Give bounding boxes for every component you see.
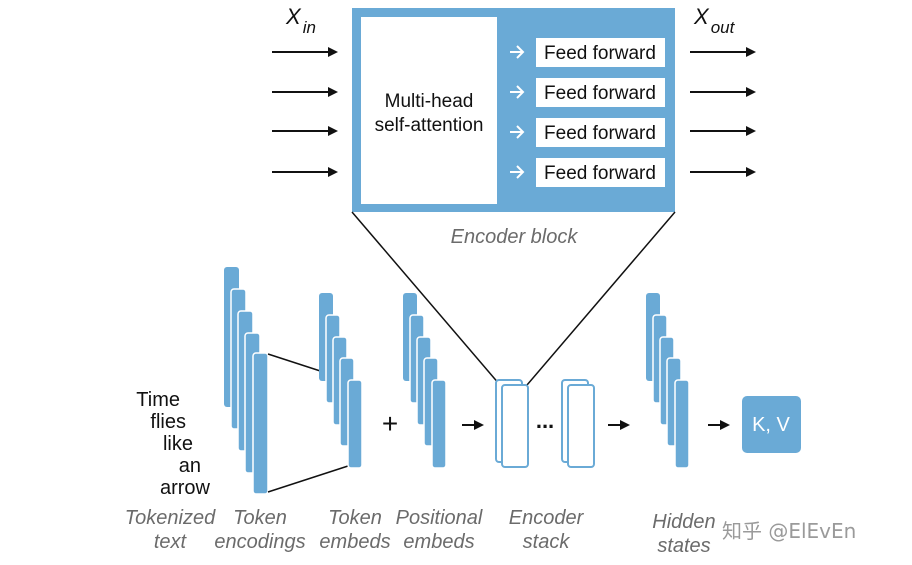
encoder-layer (567, 384, 595, 468)
attention-label-line2: self-attention (375, 115, 484, 136)
input-word: like (163, 433, 193, 455)
feed-forward-box (536, 118, 665, 147)
attention-label-line1: Multi-head (385, 91, 474, 112)
encoder-stack-label-2: stack (523, 531, 571, 553)
input-word: Time (136, 389, 180, 411)
attention-box (361, 17, 497, 204)
kv-label: K, V (752, 414, 790, 436)
positional-embeds-stack (403, 293, 447, 469)
encoder-block: Multi-head self-attention Feed forward F… (352, 8, 675, 248)
output-arrows (690, 47, 756, 177)
feed-forward-box (536, 78, 665, 107)
token-encodings-label-2: encodings (214, 531, 305, 553)
hidden-states-stack (646, 293, 690, 469)
encoder-block-caption: Encoder block (451, 226, 579, 248)
token-embeds-stack (319, 293, 363, 469)
encoding-vector (252, 352, 269, 495)
feed-forward-1: Feed forward (510, 38, 665, 67)
watermark: 知乎 @ElEvEn (722, 519, 856, 543)
tokenized-label-2: text (154, 531, 188, 553)
encoder-stack (495, 379, 595, 468)
ellipsis: ... (536, 408, 554, 433)
input-word: arrow (160, 477, 211, 499)
ff-arrow-icon (510, 45, 525, 59)
feed-forward-label: Feed forward (544, 163, 656, 184)
hidden-states-label-1: Hidden (652, 511, 715, 533)
feed-forward-label: Feed forward (544, 123, 656, 144)
input-text: Time flies like an arrow (136, 389, 210, 499)
token-encodings-stack (224, 267, 269, 495)
tokenized-label-1: Tokenized (125, 507, 216, 529)
plus-sign: + (382, 408, 398, 439)
feed-forward-box (536, 158, 665, 187)
kv-box (742, 396, 801, 453)
token-encodings-label-1: Token (233, 507, 287, 529)
token-embeds-label-1: Token (328, 507, 382, 529)
embed-vector (347, 379, 363, 469)
zoom-line-right (526, 211, 676, 386)
zoom-line-left (351, 211, 501, 386)
input-arrows (272, 47, 338, 177)
feed-forward-3: Feed forward (510, 118, 665, 147)
hidden-states-label-2: states (657, 535, 710, 557)
ff-arrow-icon (510, 85, 525, 99)
positional-embeds-label-2: embeds (403, 531, 474, 553)
encoder-layer (501, 384, 529, 468)
stage-labels: Tokenized text Token encodings Token emb… (125, 507, 716, 557)
positional-embeds-label-1: Positional (396, 507, 483, 529)
feed-forward-2: Feed forward (510, 78, 665, 107)
feed-forward-label: Feed forward (544, 83, 656, 104)
feed-forward-box (536, 38, 665, 67)
feed-forward-4: Feed forward (510, 158, 665, 187)
token-embeds-label-2: embeds (319, 531, 390, 553)
ff-arrow-icon (510, 125, 525, 139)
feed-forward-label: Feed forward (544, 43, 656, 64)
positional-vector (431, 379, 447, 469)
input-word: an (179, 455, 201, 477)
encoder-stack-label-1: Encoder (509, 507, 585, 529)
ff-arrow-icon (510, 165, 525, 179)
input-word: flies (150, 411, 186, 433)
projection-line-bottom (267, 465, 349, 493)
hidden-vector (674, 379, 690, 469)
